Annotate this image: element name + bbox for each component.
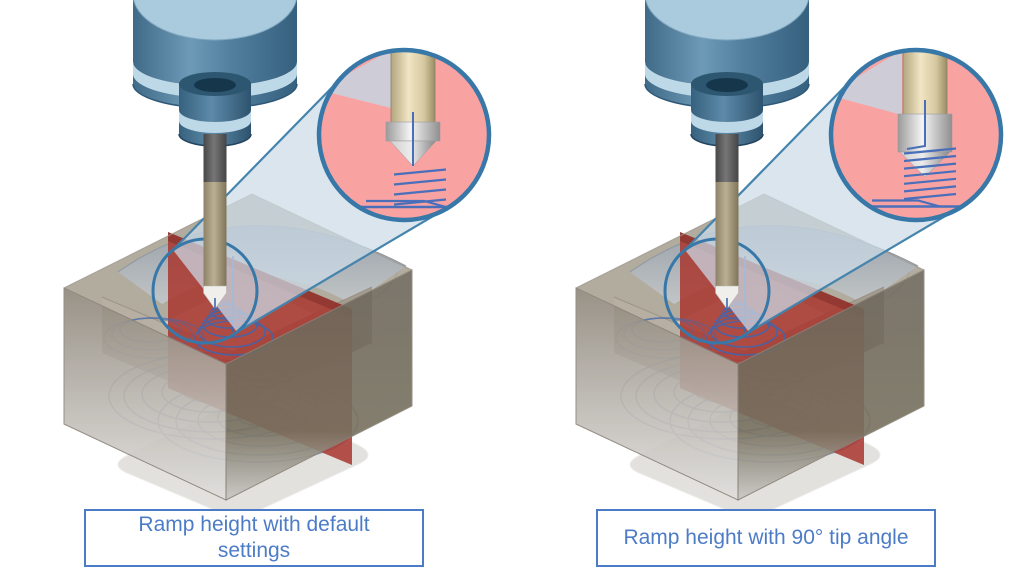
- cone-edge-through-lens: [831, 50, 902, 115]
- spindle: [644, 0, 810, 147]
- magnifier-ring: [828, 47, 1004, 223]
- tool-shank: [203, 134, 227, 313]
- caption-90-degree-tip: Ramp height with 90° tip angle: [596, 509, 936, 567]
- ramp-exit-line: [366, 199, 447, 209]
- spindle: [132, 0, 298, 147]
- machining-scene-90-degree: [575, 0, 1004, 512]
- magnifier-90-degree-tip: [828, 47, 1004, 223]
- tool-tip: [203, 285, 227, 310]
- magnified-tool-shank: [390, 50, 436, 125]
- panel-default-settings: Ramp height with default settings: [63, 0, 492, 567]
- panel-90-degree-tip: Ramp height with 90° tip angle: [512, 0, 1024, 576]
- magnifier-ring: [316, 47, 492, 223]
- ramp-exit-line: [872, 199, 941, 208]
- cone-edge-through-lens: [319, 50, 391, 108]
- machining-scene-default: [63, 0, 492, 512]
- tool-shank: [715, 134, 739, 313]
- caption-default-settings: Ramp height with default settings: [84, 509, 424, 567]
- magnified-helical-ramp: [860, 100, 984, 208]
- tool-tip: [715, 285, 739, 310]
- magnifier-default-tip: [316, 47, 492, 223]
